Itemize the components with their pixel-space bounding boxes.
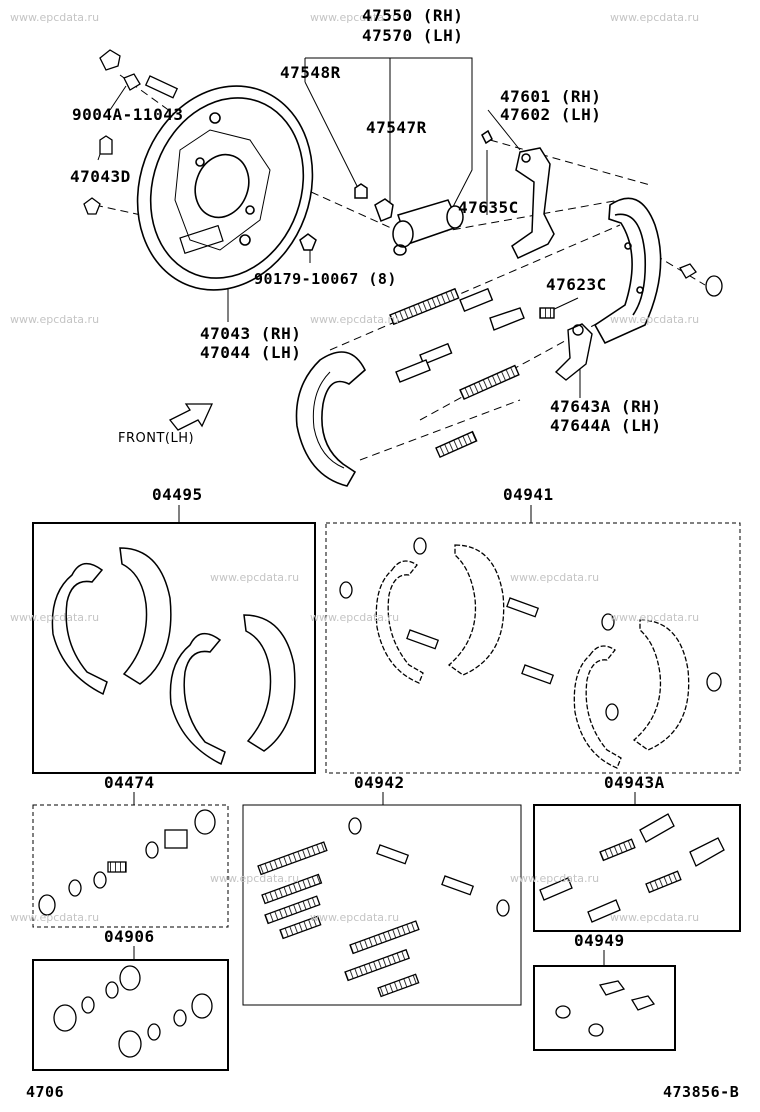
- watermark: www.epcdata.ru: [10, 313, 100, 326]
- part-label-47635c[interactable]: 47635C: [458, 198, 519, 217]
- parking-lever: [481, 129, 555, 259]
- watermark: www.epcdata.ru: [210, 872, 300, 885]
- part-label-47044[interactable]: 47044 (LH): [200, 343, 302, 362]
- watermark: www.epcdata.ru: [610, 611, 700, 624]
- kit-label-04941[interactable]: 04941: [503, 485, 554, 504]
- kit-boxes: [32, 505, 741, 1071]
- watermark: www.epcdata.ru: [610, 313, 700, 326]
- kit-label-04943a[interactable]: 04943A: [604, 773, 665, 792]
- kit-label-04942[interactable]: 04942: [354, 773, 405, 792]
- kit-label-04495[interactable]: 04495: [152, 485, 203, 504]
- kit-box-04495: [32, 522, 316, 774]
- watermark: www.epcdata.ru: [610, 911, 700, 924]
- kit-box-04942: [242, 804, 522, 1006]
- kit-label-04474[interactable]: 04474: [104, 773, 155, 792]
- part-label-47643a[interactable]: 47643A (RH): [550, 397, 662, 416]
- kit-box-04949: [533, 965, 676, 1051]
- kit-box-04941: [325, 522, 741, 774]
- watermark: www.epcdata.ru: [510, 571, 600, 584]
- part-label-47550[interactable]: 47550 (RH): [362, 6, 464, 25]
- watermark: www.epcdata.ru: [10, 611, 100, 624]
- part-label-47644a[interactable]: 47644A (LH): [550, 416, 662, 435]
- kit-box-04943a: [533, 804, 741, 932]
- watermark: www.epcdata.ru: [10, 11, 100, 24]
- bolt-9004a: [83, 49, 179, 215]
- front-direction-label: FRONT(LH): [118, 431, 195, 446]
- kit-label-04949[interactable]: 04949: [574, 931, 625, 950]
- watermark: www.epcdata.ru: [310, 911, 400, 924]
- kit-box-04906: [32, 959, 229, 1071]
- footer-page-code: 4706: [26, 1083, 65, 1101]
- hold-down-right: [679, 263, 723, 297]
- adjuster-assembly: [389, 287, 593, 459]
- kit-label-04906[interactable]: 04906: [104, 927, 155, 946]
- footer-illustration-id: 473856-B: [663, 1083, 740, 1101]
- exploded-view: [83, 49, 723, 487]
- watermark: www.epcdata.ru: [310, 313, 400, 326]
- part-label-47601[interactable]: 47601 (RH): [500, 87, 602, 106]
- watermark: www.epcdata.ru: [10, 911, 100, 924]
- watermark: www.epcdata.ru: [510, 872, 600, 885]
- backing-plate: [136, 85, 314, 291]
- watermark: www.epcdata.ru: [610, 11, 700, 24]
- brake-shoe-trailing: [593, 197, 662, 345]
- part-label-9004a[interactable]: 9004A-11043: [72, 105, 184, 124]
- part-label-47043[interactable]: 47043 (RH): [200, 324, 302, 343]
- watermark: www.epcdata.ru: [310, 11, 400, 24]
- part-label-47570[interactable]: 47570 (LH): [362, 26, 464, 45]
- watermark: www.epcdata.ru: [310, 611, 400, 624]
- brake-shoe-leading: [295, 351, 366, 487]
- part-label-47547r[interactable]: 47547R: [366, 118, 427, 137]
- kit-box-04474: [32, 804, 229, 928]
- part-label-47548r[interactable]: 47548R: [280, 63, 341, 82]
- front-arrow-icon: [168, 403, 214, 431]
- part-label-47043d[interactable]: 47043D: [70, 167, 131, 186]
- part-label-47623c[interactable]: 47623C: [546, 275, 607, 294]
- part-label-47602[interactable]: 47602 (LH): [500, 105, 602, 124]
- wheel-cylinder: [299, 183, 464, 256]
- watermark: www.epcdata.ru: [210, 571, 300, 584]
- part-label-90179[interactable]: 90179-10067 (8): [254, 270, 397, 288]
